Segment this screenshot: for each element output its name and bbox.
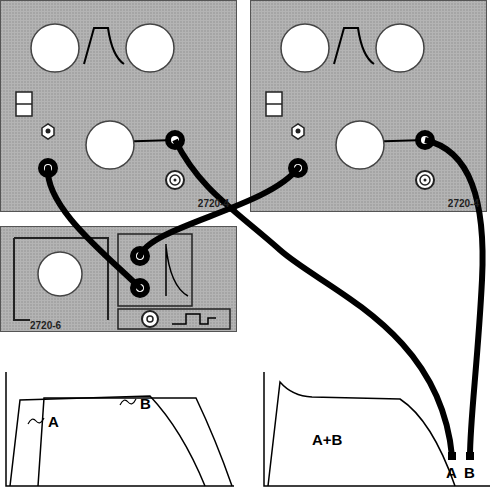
synth-module: 2720-6 — [0, 226, 237, 332]
module-number: 2720-6 — [30, 320, 61, 331]
synth-module: 2720-4 — [0, 0, 237, 212]
module-number: 2720-4 — [448, 198, 479, 209]
synth-module: 2720-4 — [250, 0, 492, 212]
waveform-label: A — [48, 414, 59, 429]
cord-label: A — [446, 465, 457, 480]
patch-cord — [140, 168, 298, 256]
module-number: 2720-4 — [198, 198, 229, 209]
cord-label: B — [464, 465, 475, 480]
waveform-label: B — [140, 396, 151, 411]
waveform-label: A+B — [312, 432, 342, 447]
patch-cord — [48, 168, 140, 288]
